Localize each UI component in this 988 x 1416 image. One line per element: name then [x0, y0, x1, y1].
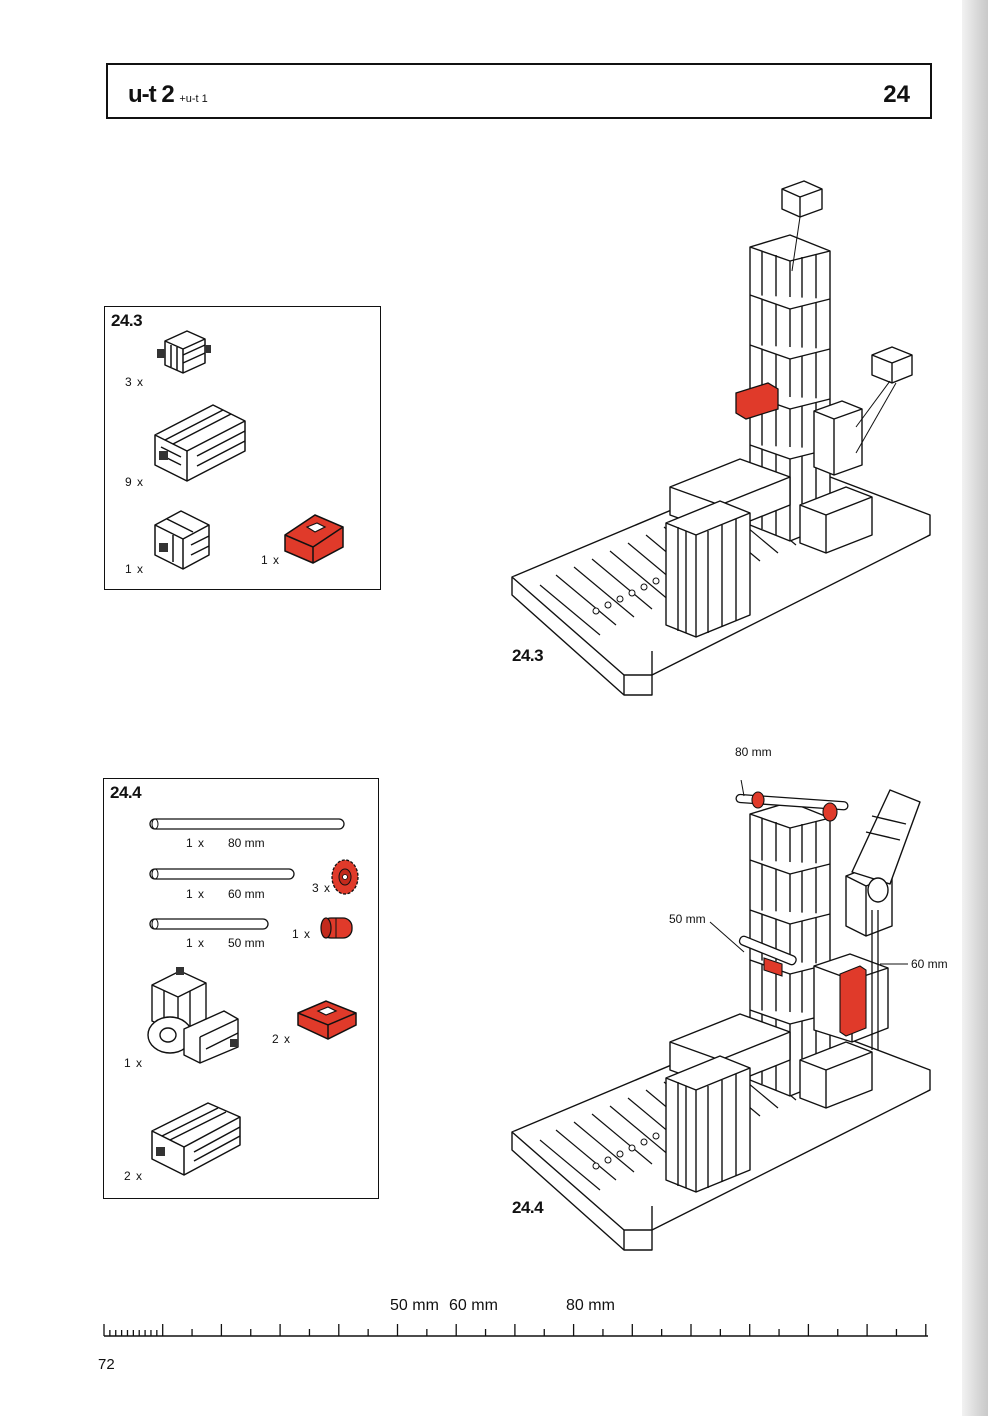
qty-label: 1 x	[125, 562, 145, 576]
axle-length-label: 80 mm	[228, 836, 265, 850]
kit-title: u-t 2 +u-t 1	[128, 81, 208, 109]
page-number: 72	[98, 1356, 115, 1373]
kit-title-sub: +u-t 1	[179, 93, 208, 105]
ruler-label-50mm: 50 mm	[390, 1297, 439, 1314]
qty-label: 1 x	[292, 927, 312, 941]
qty-label: 1 x	[261, 553, 281, 567]
qty-label: 9 x	[125, 475, 145, 489]
axle-length-label: 60 mm	[228, 887, 265, 901]
qty-label: 2 x	[124, 1169, 144, 1183]
hinge-block-icon	[147, 967, 239, 1064]
panel-id: 24.3	[111, 311, 143, 330]
panel-id: 24.4	[110, 783, 142, 802]
qty-label: 1 x	[186, 936, 206, 950]
building-block-30-icon	[154, 404, 246, 482]
ruler-label-80mm: 80 mm	[566, 1297, 615, 1314]
building-block-30-icon	[151, 1102, 241, 1176]
red-gear-icon	[331, 859, 359, 895]
axle-length-annotation: 80 mm	[735, 745, 772, 759]
assembly-illustration-24-3	[511, 180, 931, 696]
red-flat-block-icon	[297, 1000, 357, 1040]
parts-panel-24-4: 24.4 1 x 80 mm 1 x 60 mm 1 x 50 mm 3 x 1…	[103, 778, 379, 1199]
figure-label: 24.4	[512, 1198, 544, 1217]
red-clamp-icon	[320, 917, 353, 939]
bearing-block-icon	[157, 330, 211, 374]
axle-length-label: 50 mm	[228, 936, 265, 950]
ruler-label-60mm: 60 mm	[449, 1297, 498, 1314]
assembly-illustration-24-4	[511, 780, 931, 1251]
axle-80-icon	[149, 818, 345, 830]
axle-60-icon	[149, 868, 295, 880]
axle-50-icon	[149, 918, 269, 930]
qty-label: 1 x	[124, 1056, 144, 1070]
red-angle-block-icon	[284, 514, 344, 564]
page-header: u-t 2 +u-t 1 24	[106, 63, 932, 119]
building-block-15-icon	[154, 510, 210, 570]
parts-panel-24-3: 24.3 3 x 9 x 1 x	[104, 306, 381, 590]
qty-label: 3 x	[125, 375, 145, 389]
qty-label: 1 x	[186, 836, 206, 850]
axle-length-annotation: 50 mm	[669, 912, 706, 926]
kit-title-main: u-t 2	[128, 81, 175, 108]
figure-label: 24.3	[512, 646, 544, 665]
qty-label: 1 x	[186, 887, 206, 901]
page-edge-shadow	[962, 0, 988, 1416]
qty-label: 2 x	[272, 1032, 292, 1046]
axle-length-annotation: 60 mm	[911, 957, 948, 971]
chapter-number: 24	[883, 81, 910, 108]
qty-label: 3 x	[312, 881, 332, 895]
